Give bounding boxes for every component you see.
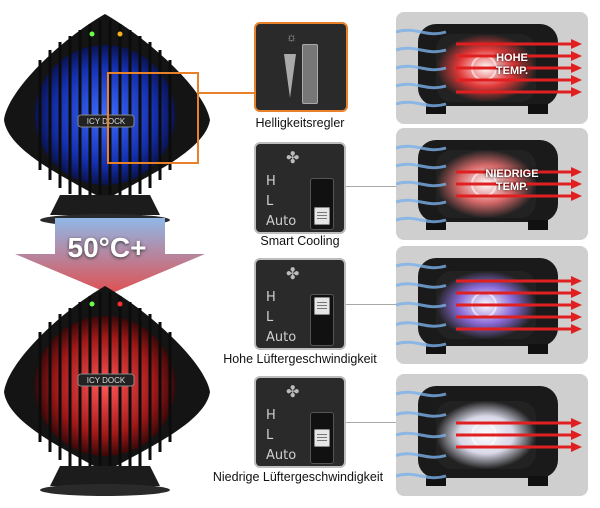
airflow-panel: HOHE TEMP. <box>396 12 588 124</box>
airflow-arrowhead <box>571 179 582 189</box>
svg-text:ICY DOCK: ICY DOCK <box>87 117 126 126</box>
switch-label-high: H <box>266 408 276 423</box>
switch-label-auto: Auto <box>266 448 297 463</box>
brightness-sun-icon: ☼ <box>286 30 297 44</box>
airflow-arrowhead <box>571 167 582 177</box>
enclosure-illustration <box>396 258 582 354</box>
fan-switch-low-speed[interactable]: ✤ H L Auto <box>254 376 346 468</box>
caption-smart-cooling: Smart Cooling <box>260 234 340 248</box>
airflow-arrowhead <box>571 51 582 61</box>
airflow-arrowhead <box>571 324 582 334</box>
airflow-panel <box>396 374 588 496</box>
connector-line <box>346 422 396 423</box>
fan-icon: ✤ <box>286 150 300 167</box>
switch-label-auto: Auto <box>266 330 297 345</box>
airflow-arrowhead <box>571 39 582 49</box>
connector-line <box>346 186 396 187</box>
airflow-arrowhead <box>571 300 582 310</box>
brightness-dial <box>302 44 318 104</box>
fan-unit-hot: ICY DOCK <box>4 286 210 496</box>
svg-text:ICY DOCK: ICY DOCK <box>87 376 126 385</box>
switch-label-low: L <box>266 428 274 443</box>
connector-line <box>346 304 396 305</box>
fan-icon: ✤ <box>286 384 300 401</box>
switch-label-low: L <box>266 310 274 325</box>
airflow-arrowhead <box>571 288 582 298</box>
airflow-arrowhead <box>571 87 582 97</box>
fan-icon: ✤ <box>286 266 300 283</box>
brightness-closeup: ☼ <box>254 22 348 112</box>
airflow-arrowhead <box>571 442 582 452</box>
airflow-panel <box>396 246 588 364</box>
switch-label-high: H <box>266 290 276 305</box>
temperature-arrow <box>15 218 205 294</box>
airflow-arrowhead <box>571 75 582 85</box>
temperature-state-label: NIEDRIGE TEMP. <box>485 168 539 193</box>
caption-high-speed: Hohe Lüftergeschwindigkeit <box>223 352 377 366</box>
switch-label-auto: Auto <box>266 214 297 229</box>
switch-knob[interactable] <box>314 297 330 315</box>
airflow-arrowhead <box>571 276 582 286</box>
brightness-highlight-box <box>107 72 199 164</box>
enclosure-illustration <box>396 140 582 230</box>
enclosure-illustration <box>396 24 582 114</box>
caption-brightness: Helligkeitsregler <box>255 116 345 130</box>
temperature-label: 50°C+ <box>67 232 147 263</box>
fan-switch-high-speed[interactable]: ✤ H L Auto <box>254 258 346 350</box>
airflow-arrowhead <box>571 430 582 440</box>
airflow-arrowhead <box>571 191 582 201</box>
caption-low-speed: Niedrige Lüftergeschwindigkeit <box>212 470 384 484</box>
switch-label-low: L <box>266 194 274 209</box>
airflow-arrowhead <box>571 312 582 322</box>
switch-label-high: H <box>266 174 276 189</box>
temperature-state-label: HOHE TEMP. <box>495 52 529 77</box>
airflow-arrowhead <box>571 418 582 428</box>
highlight-connector-line <box>197 92 255 94</box>
airflow-panel: NIEDRIGE TEMP. <box>396 128 588 240</box>
fan-switch-smart-cooling[interactable]: ✤ H L Auto <box>254 142 346 234</box>
airflow-arrowhead <box>571 63 582 73</box>
switch-knob[interactable] <box>314 429 330 447</box>
switch-knob[interactable] <box>314 207 330 225</box>
brightness-wedge-icon <box>284 54 296 98</box>
enclosure-illustration <box>396 386 582 486</box>
fan-unit-cool: ICY DOCK <box>4 14 210 226</box>
